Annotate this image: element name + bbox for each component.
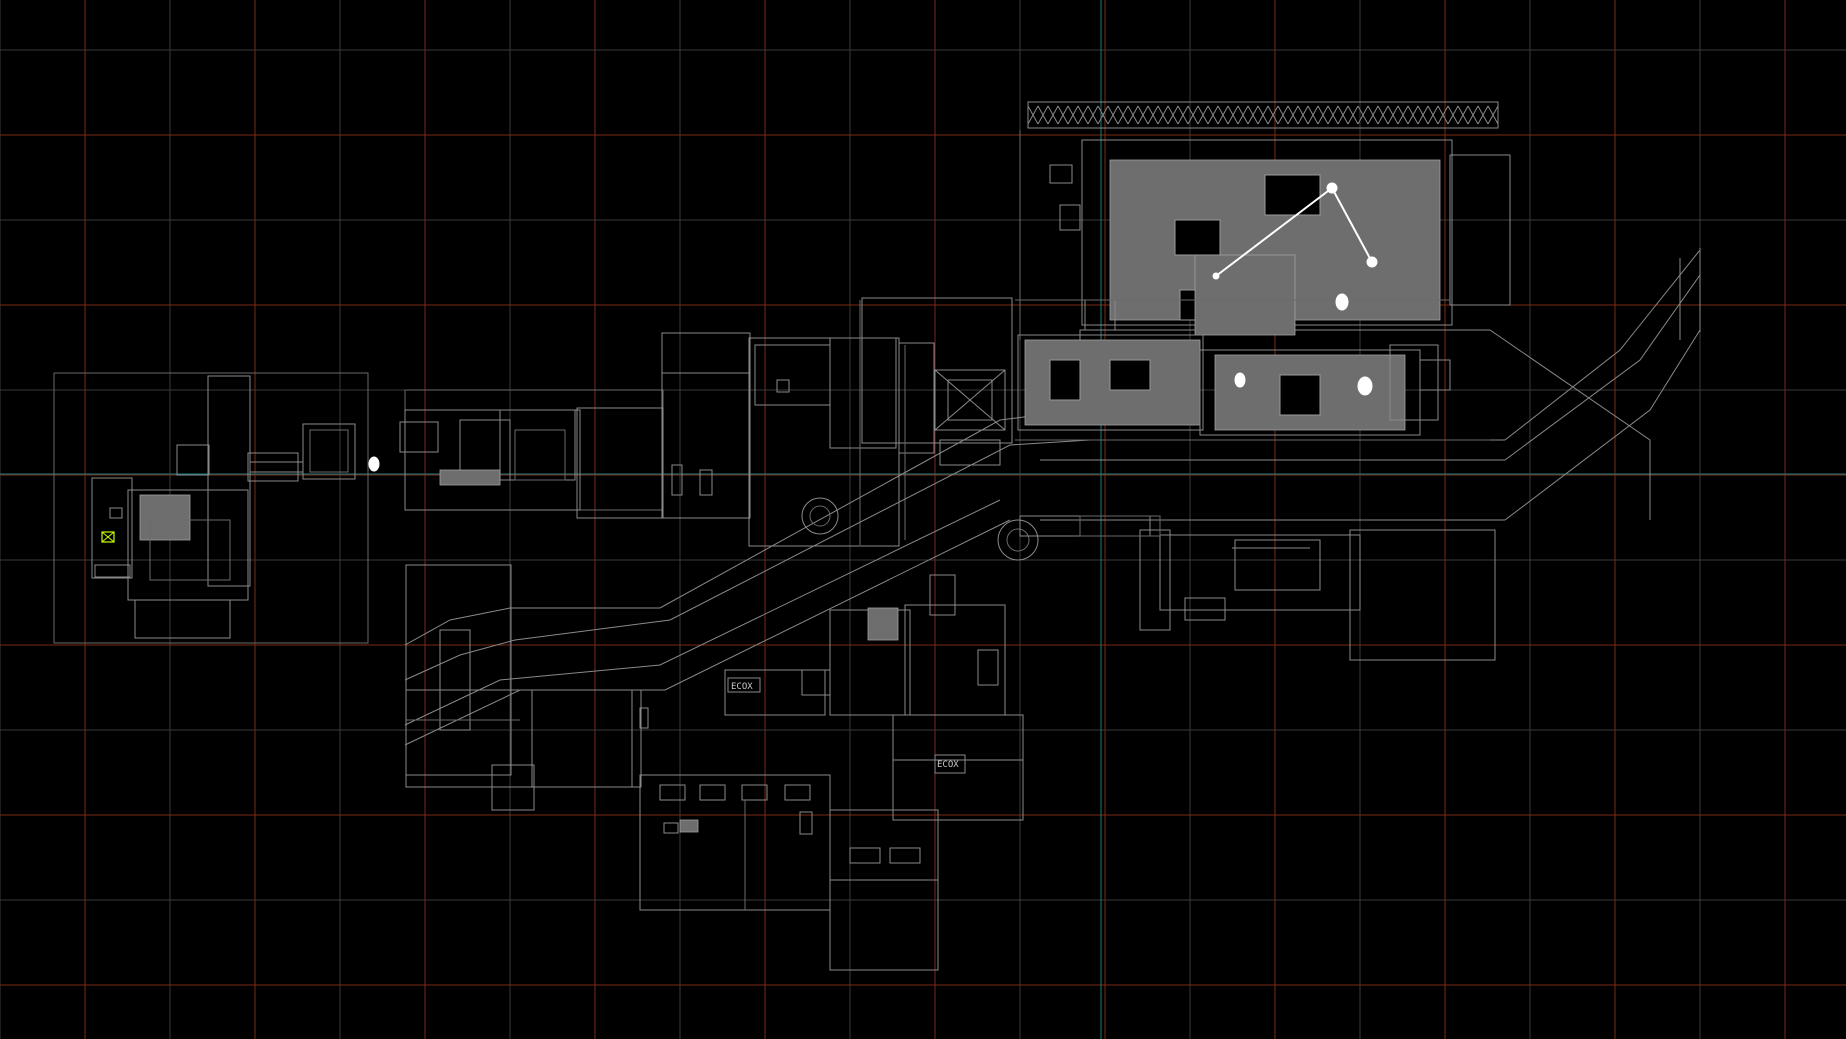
patrol-path[interactable] xyxy=(1212,182,1378,280)
truss-brace xyxy=(1087,105,1099,125)
truss-brace xyxy=(1067,105,1079,125)
truss-brace xyxy=(1047,105,1059,125)
truss-brace xyxy=(1437,105,1449,125)
truss-brace xyxy=(1387,105,1399,125)
truss-brace xyxy=(1127,105,1139,125)
truss-brace xyxy=(1467,105,1479,125)
truss-brace xyxy=(1247,105,1259,125)
truss-brace xyxy=(1487,105,1499,125)
truss-brace xyxy=(1327,105,1339,125)
truss-brace xyxy=(1197,105,1209,125)
truss-brace xyxy=(1377,105,1389,125)
truss-brace xyxy=(1417,105,1429,125)
truss-brace xyxy=(1107,105,1119,125)
ramps-and-corridors[interactable] xyxy=(404,248,1701,746)
turntable-icon xyxy=(997,519,1039,561)
actor-marker-icon[interactable] xyxy=(1234,372,1246,388)
turntable-icon xyxy=(801,497,839,535)
spawn-marker-icon[interactable] xyxy=(368,456,380,472)
truss-brace xyxy=(1077,105,1089,125)
actor-marker-icon[interactable] xyxy=(1357,376,1373,396)
lower-west-structures[interactable] xyxy=(405,564,649,811)
truss-brace xyxy=(1217,105,1229,125)
truss-brace xyxy=(1257,105,1269,125)
waypoint-icon[interactable] xyxy=(1212,272,1220,280)
truss-brace xyxy=(1367,105,1379,125)
truss-brace xyxy=(1297,105,1309,125)
truss-brace xyxy=(1357,105,1369,125)
selected-object[interactable] xyxy=(101,531,115,543)
central-west-structures[interactable] xyxy=(399,297,1013,547)
sign-marker xyxy=(727,677,761,693)
truss-brace xyxy=(1307,105,1319,125)
truss-brace xyxy=(1147,105,1159,125)
truss-brace xyxy=(1317,105,1329,125)
truss-brace xyxy=(1277,105,1289,125)
waypoint-icon[interactable] xyxy=(1326,182,1338,194)
truss-brace xyxy=(1337,105,1349,125)
truss-brace xyxy=(1167,105,1179,125)
south-structures[interactable]: ECOX ECOX xyxy=(639,574,1024,971)
truss-brace xyxy=(1157,105,1169,125)
waypoint-icon[interactable] xyxy=(1366,256,1378,268)
truss-brace xyxy=(1477,105,1489,125)
truss-brace xyxy=(1347,105,1359,125)
truss-brace xyxy=(1397,105,1409,125)
truss-brace xyxy=(1137,105,1149,125)
truss-brace xyxy=(1447,105,1459,125)
truss-brace xyxy=(1057,105,1069,125)
truss-brace xyxy=(1177,105,1189,125)
truss-brace xyxy=(1187,105,1199,125)
sign-label-a: ECOX xyxy=(731,682,753,692)
truss-brace xyxy=(1037,105,1049,125)
crane-truss[interactable] xyxy=(1027,101,1499,129)
truss-brace xyxy=(1457,105,1469,125)
left-building[interactable] xyxy=(53,372,380,644)
sign-label-b: ECOX xyxy=(937,760,959,770)
truss-brace xyxy=(1427,105,1439,125)
truss-brace xyxy=(1227,105,1239,125)
truss-brace xyxy=(1207,105,1219,125)
truss-brace xyxy=(1097,105,1109,125)
main-complex[interactable] xyxy=(1015,101,1511,441)
actor-marker-icon[interactable] xyxy=(1335,293,1349,311)
truss-brace xyxy=(1407,105,1419,125)
truss-brace xyxy=(1027,105,1039,125)
truss-brace xyxy=(1237,105,1249,125)
truss-brace xyxy=(1287,105,1299,125)
truss-brace xyxy=(1267,105,1279,125)
truss-brace xyxy=(1117,105,1129,125)
